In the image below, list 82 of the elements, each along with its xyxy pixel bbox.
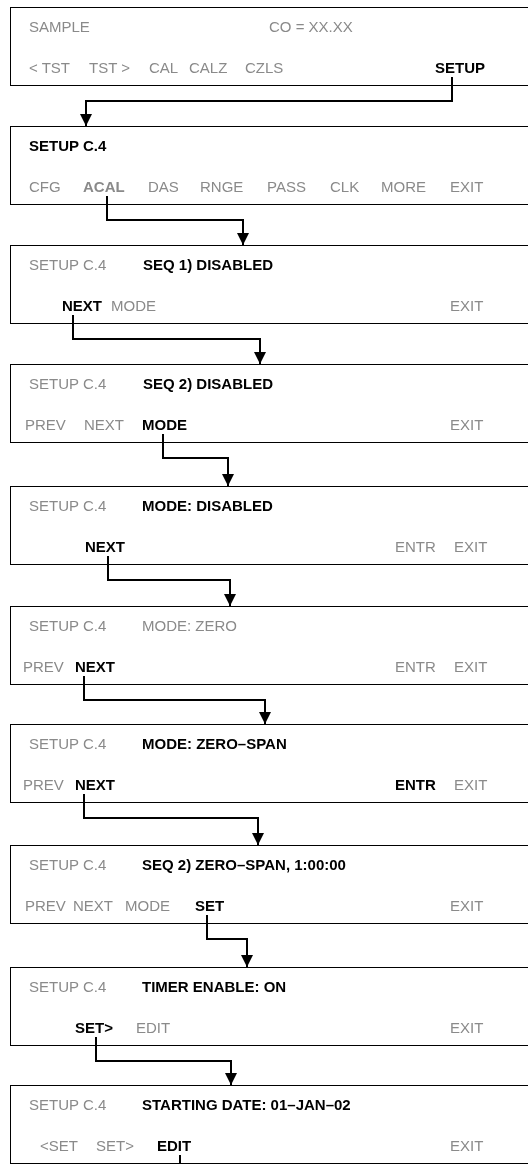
connector-arrow <box>107 555 236 607</box>
menu-key-label: SET> <box>96 1137 134 1154</box>
display-text: SETUP C.4 <box>29 256 107 273</box>
menu-key-label: MODE <box>125 897 170 914</box>
connector-arrow <box>95 1036 237 1086</box>
display-screen-box <box>10 967 528 1046</box>
menu-key-label: TST > <box>89 59 130 76</box>
menu-key-label: EXIT <box>450 178 484 195</box>
menu-key-label: PREV <box>25 897 66 914</box>
display-text: SAMPLE <box>29 18 90 35</box>
menu-key-label: NEXT <box>85 538 125 555</box>
menu-key-label: CZLS <box>245 59 284 76</box>
menu-key-label: EXIT <box>454 776 488 793</box>
display-screen-box <box>10 126 528 205</box>
display-text: SEQ 2) DISABLED <box>143 375 274 392</box>
menu-key-label: NEXT <box>75 658 115 675</box>
display-text: TIMER ENABLE: ON <box>142 978 287 995</box>
display-text: SETUP C.4 <box>29 856 107 873</box>
menu-key-label: PREV <box>23 658 64 675</box>
connector-arrow <box>83 793 264 846</box>
display-text: SEQ 2) ZERO–SPAN, 1:00:00 <box>142 856 346 873</box>
display-screen-box <box>10 486 528 565</box>
menu-key-label: CFG <box>29 178 61 195</box>
display-text: MODE: DISABLED <box>142 497 273 514</box>
connector-arrow <box>72 314 266 365</box>
menu-key-label: RNGE <box>200 178 244 195</box>
connector-arrow <box>83 675 271 725</box>
menu-key-label: < TST <box>29 59 70 76</box>
menu-key-label: EXIT <box>454 658 488 675</box>
connector-arrow <box>206 914 253 968</box>
menu-key-label: CLK <box>330 178 360 195</box>
menu-key-label: EDIT <box>136 1019 171 1036</box>
display-text: STARTING DATE: 01–JAN–02 <box>142 1096 351 1113</box>
menu-key-label: EXIT <box>450 416 484 433</box>
display-screen-box <box>10 724 528 803</box>
menu-key-label: MODE <box>111 297 156 314</box>
display-text: SETUP C.4 <box>29 617 107 634</box>
menu-key-label: CALZ <box>189 59 228 76</box>
menu-key-label: EXIT <box>454 538 488 555</box>
menu-key-label: EXIT <box>450 897 484 914</box>
menu-key-label: NEXT <box>75 776 115 793</box>
display-text: SETUP C.4 <box>29 978 107 995</box>
menu-key-label: PASS <box>267 178 306 195</box>
menu-key-label: DAS <box>148 178 179 195</box>
menu-key-label: PREV <box>23 776 64 793</box>
menu-key-label: PREV <box>25 416 66 433</box>
display-text: SETUP C.4 <box>29 375 107 392</box>
menu-key-label: ENTR <box>395 658 436 675</box>
menu-key-label: EDIT <box>157 1137 192 1154</box>
display-screen-box <box>10 606 528 685</box>
menu-key-label: NEXT <box>84 416 124 433</box>
display-text: SETUP C.4 <box>29 497 107 514</box>
display-text: SETUP C.4 <box>29 137 107 154</box>
display-screen-box <box>10 845 528 924</box>
display-text: SEQ 1) DISABLED <box>143 256 274 273</box>
menu-key-label: EXIT <box>450 1137 484 1154</box>
menu-key-label: ENTR <box>395 538 436 555</box>
display-screen-box <box>10 364 528 443</box>
display-screen-box <box>10 1085 528 1164</box>
menu-key-label: SET <box>195 897 225 914</box>
display-text: CO = XX.XX <box>269 18 353 35</box>
menu-key-label: ACAL <box>83 178 125 195</box>
display-text: SETUP C.4 <box>29 735 107 752</box>
menu-key-label: SETUP <box>435 59 485 76</box>
menu-key-label: SET> <box>75 1019 113 1036</box>
connector-arrow <box>106 195 249 246</box>
menu-key-label: CAL <box>149 59 179 76</box>
menu-key-label: NEXT <box>62 297 102 314</box>
menu-key-label: ENTR <box>395 776 436 793</box>
connector-arrow <box>162 433 234 487</box>
display-text: SETUP C.4 <box>29 1096 107 1113</box>
menu-key-label: EXIT <box>450 297 484 314</box>
menu-key-label: <SET <box>40 1137 78 1154</box>
display-screen-box <box>10 7 528 86</box>
display-text: MODE: ZERO <box>142 617 237 634</box>
menu-key-label: EXIT <box>450 1019 484 1036</box>
display-screen-box <box>10 245 528 324</box>
menu-key-label: MODE <box>142 416 187 433</box>
connector-arrow <box>80 76 453 127</box>
menu-key-label: MORE <box>381 178 426 195</box>
menu-key-label: NEXT <box>73 897 113 914</box>
display-text: MODE: ZERO–SPAN <box>142 735 287 752</box>
